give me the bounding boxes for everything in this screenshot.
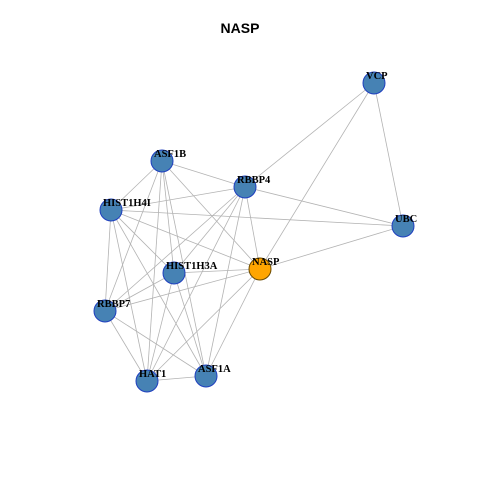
edge-asf1b-rbbp7 [104,160,163,312]
edge-vcp-ubc [373,82,404,227]
edge-hist1h3a-asf1a [173,272,207,377]
node-label-hist1h4i: HIST1H4I [103,198,151,209]
edge-asf1b-rbbp4 [161,160,246,188]
edge-rbbp4-hat1 [146,186,246,382]
edge-hist1h4i-nasp [110,209,261,270]
node-layer [93,71,415,393]
node-label-hist1h3a: HIST1H3A [166,261,218,272]
edge-rbbp4-ubc [244,186,404,227]
edge-rbbp7-hat1 [104,310,148,382]
edge-rbbp4-nasp [244,186,261,270]
node-ubc [391,214,415,238]
edge-asf1b-nasp [161,160,261,270]
edge-nasp-hat1 [146,268,261,382]
edge-asf1b-hist1h3a [161,160,175,274]
edge-hist1h3a-hat1 [146,272,175,382]
node-hist1h3a [162,261,186,285]
edge-hist1h4i-asf1a [110,209,207,377]
edge-nasp-ubc [259,225,404,270]
edge-asf1b-hist1h4i [110,160,163,211]
node-nasp [248,257,272,281]
node-asf1b [150,149,174,173]
edge-hist1h4i-rbbp7 [104,209,112,312]
node-rbbp4 [233,175,257,199]
edge-vcp-rbbp4 [244,82,375,188]
edge-rbbp4-hist1h4i [110,186,246,211]
node-label-rbbp4: RBBP4 [237,175,271,186]
edge-vcp-nasp [259,82,375,270]
edge-layer [104,82,404,382]
node-hist1h4i [99,198,123,222]
edge-nasp-rbbp7 [104,268,261,312]
edge-rbbp4-rbbp7 [104,186,246,312]
edge-hist1h4i-hat1 [110,209,148,382]
node-vcp [362,71,386,95]
graph-title: NASP [220,20,260,36]
edge-hist1h4i-hist1h3a [110,209,175,274]
edge-asf1b-hat1 [146,160,163,382]
node-label-hat1: HAT1 [139,369,166,380]
node-label-asf1b: ASF1B [154,149,186,160]
edge-hist1h3a-nasp [173,268,261,274]
node-asf1a [194,364,218,388]
node-rbbp7 [93,299,117,323]
node-label-vcp: VCP [366,71,388,82]
node-label-nasp: NASP [252,257,280,268]
node-label-rbbp7: RBBP7 [97,299,130,310]
edge-nasp-asf1a [205,268,261,377]
edge-hist1h3a-rbbp7 [104,272,175,312]
edge-rbbp4-hist1h3a [173,186,246,274]
node-label-asf1a: ASF1A [198,364,231,375]
node-hat1 [135,369,159,393]
edge-hist1h4i-ubc [110,209,404,227]
edge-rbbp7-asf1a [104,310,207,377]
node-label-ubc: UBC [395,214,417,225]
edge-rbbp4-asf1a [205,186,246,377]
